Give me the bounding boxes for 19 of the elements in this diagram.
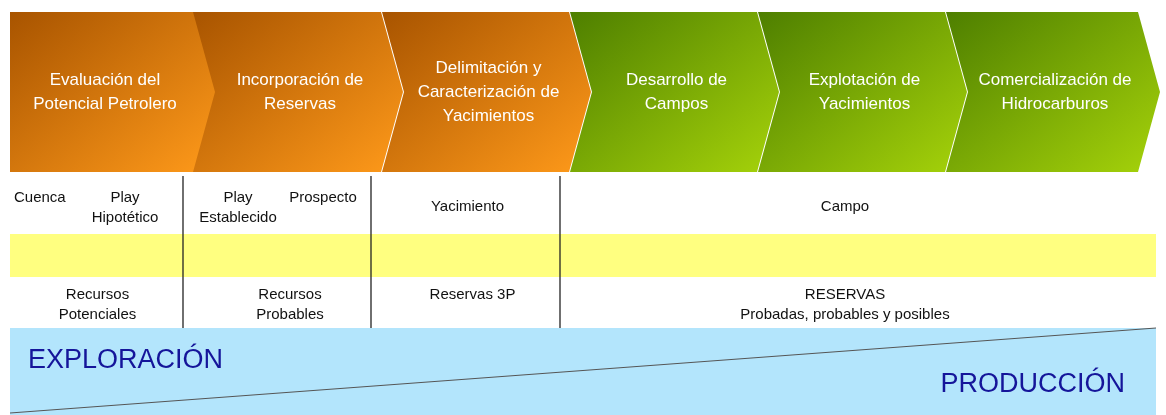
cell-text: Probadas, probables y posibles — [739, 304, 951, 324]
chevron-step: Comercialización de Hidrocarburos — [946, 12, 1160, 172]
phase-label: PRODUCCIÓN — [939, 367, 1125, 399]
chevron-step: Desarrollo de Campos — [570, 12, 779, 172]
chevron-step: Evaluación del Potencial Petrolero — [10, 12, 216, 172]
chevron-step: Incorporación de Reservas — [193, 12, 403, 172]
cell-text: Yacimiento — [429, 196, 506, 216]
cell-text: Play Establecido — [198, 187, 278, 227]
cell-text: Recursos Probables — [255, 284, 325, 324]
phase-label: EXPLORACIÓN — [28, 343, 225, 375]
cell-text: Campo — [819, 196, 871, 216]
chevron-step: Explotación de Yacimientos — [758, 12, 967, 172]
cell-text: Cuenca — [14, 187, 67, 207]
cell-text: Reservas 3P — [428, 284, 517, 304]
chevron-step: Delimitación y Caracterización de Yacimientos — [382, 12, 591, 172]
cell-text: RESERVAS — [803, 284, 887, 304]
cell-text: Prospecto — [288, 187, 358, 207]
cell-text: Recursos Potenciales — [57, 284, 138, 324]
cell-text: Play Hipotético — [90, 187, 160, 227]
